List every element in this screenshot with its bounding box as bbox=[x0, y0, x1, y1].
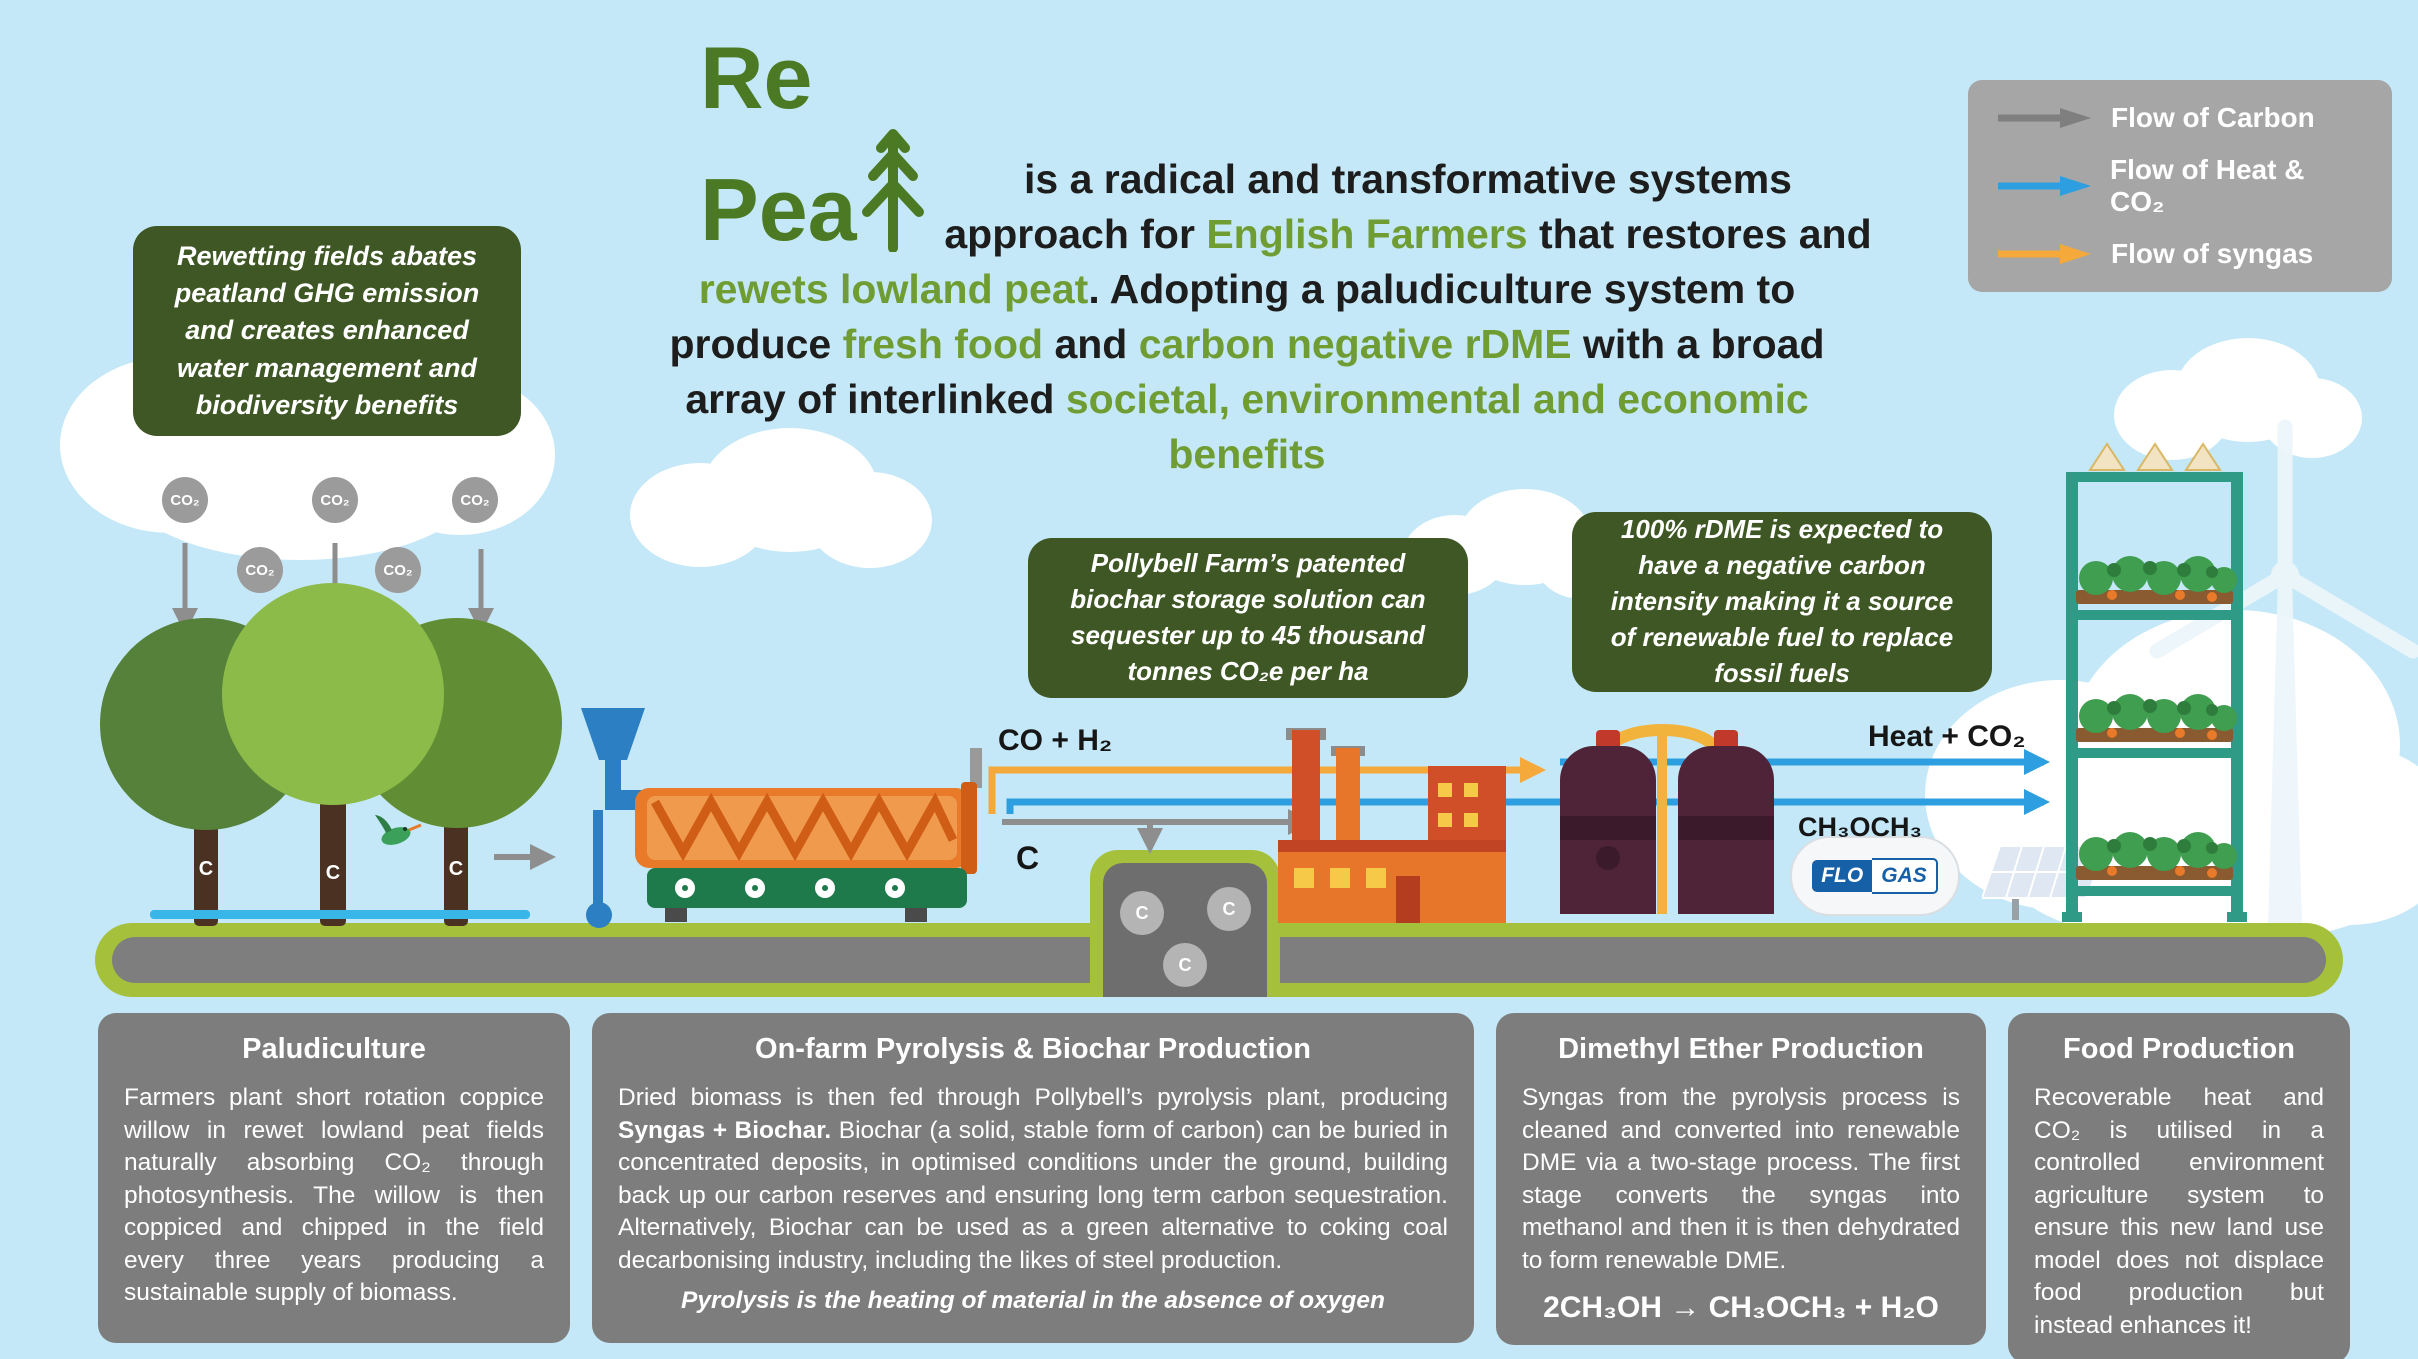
dme-formula: 2CH₃OH → CH₃OCH₃ + H₂O bbox=[1543, 1291, 1939, 1325]
willow-tree-icon bbox=[222, 583, 444, 805]
headline: is a radical and transformative systems … bbox=[618, 152, 1876, 482]
dme-flow-label: CH₃OCH₃ bbox=[1798, 812, 1922, 842]
vertical-farm-icon bbox=[2062, 442, 2247, 922]
buried-carbon-circle: C bbox=[1120, 891, 1164, 935]
info-box-food: Food Production Recoverable heat and CO₂… bbox=[2008, 1013, 2350, 1359]
info-box-title: On-farm Pyrolysis & Biochar Production bbox=[755, 1033, 1311, 1065]
legend-label: Flow of Carbon bbox=[2111, 102, 2315, 133]
info-box-pyrolysis: On-farm Pyrolysis & Biochar Production D… bbox=[592, 1013, 1474, 1343]
trunk-carbon-label: C bbox=[198, 858, 214, 880]
buried-carbon-circle: C bbox=[1163, 943, 1207, 987]
pyrolysis-plant-icon bbox=[581, 708, 982, 928]
flogas-tank: FLO GAS bbox=[1790, 836, 1960, 916]
hummingbird-icon bbox=[375, 815, 422, 845]
headline-text: that restores and bbox=[1527, 210, 1872, 257]
headline-highlight: rewets lowland peat bbox=[698, 265, 1089, 312]
headline-highlight: fresh food bbox=[842, 320, 1044, 367]
info-box-paludiculture: Paludiculture Farmers plant short rotati… bbox=[98, 1013, 570, 1343]
headline-text: is a radical and transformative systems … bbox=[944, 156, 1792, 257]
info-box-title: Paludiculture bbox=[242, 1033, 426, 1065]
legend-row-heat: Flow of Heat & CO₂ bbox=[1996, 154, 2364, 218]
logo-line1: Re bbox=[700, 28, 813, 127]
headline-highlight: English Farmers bbox=[1206, 210, 1528, 257]
factory-icon bbox=[1278, 728, 1506, 923]
callout-rewetting-text: Rewetting fields abates peatland GHG emi… bbox=[174, 240, 480, 420]
trunk-carbon-label: C bbox=[325, 862, 341, 884]
callout-rdme: 100% rDME is expected to have a negative… bbox=[1572, 512, 1992, 692]
co2-bubble: CO₂ bbox=[375, 547, 421, 593]
headline-logo-spacer bbox=[618, 152, 940, 210]
co2-bubble: CO₂ bbox=[452, 477, 498, 523]
legend-row-syngas: Flow of syngas bbox=[1996, 238, 2364, 270]
syngas-arrow-icon bbox=[1998, 244, 2091, 264]
flogas-logo-flo: FLO bbox=[1812, 860, 1873, 892]
info-box-note: Pyrolysis is the heating of material in … bbox=[681, 1287, 1385, 1315]
info-box-body: Recoverable heat and CO₂ is utilised in … bbox=[2034, 1084, 2324, 1340]
co2-bubble: CO₂ bbox=[237, 547, 283, 593]
carbon-flow-label: C bbox=[1016, 840, 1040, 876]
logo-line2: Pea bbox=[700, 160, 857, 259]
dme-reactor-vessels-icon bbox=[1560, 724, 1774, 914]
trunk-carbon-label: C bbox=[448, 858, 464, 880]
legend-label: Flow of syngas bbox=[2111, 238, 2314, 269]
callout-rdme-text: 100% rDME is expected to have a negative… bbox=[1610, 514, 1954, 688]
carbon-arrow-icon bbox=[1998, 108, 2091, 128]
info-box-title: Dimethyl Ether Production bbox=[1558, 1033, 1924, 1065]
info-box-body: Dried biomass is then fed through Pollyb… bbox=[618, 1084, 1449, 1274]
callout-rewetting: Rewetting fields abates peatland GHG emi… bbox=[133, 226, 521, 436]
rewetting-water-line bbox=[150, 910, 530, 919]
info-box-dme: Dimethyl Ether Production Syngas from th… bbox=[1496, 1013, 1986, 1346]
flow-legend: Flow of Carbon Flow of Heat & CO₂ Flow o… bbox=[1968, 80, 2392, 292]
buried-carbon-circle: C bbox=[1207, 887, 1251, 931]
info-box-body: Farmers plant short rotation coppice wil… bbox=[124, 1084, 544, 1307]
syngas-flow-label: CO + H₂ bbox=[998, 724, 1113, 757]
legend-row-carbon: Flow of Carbon bbox=[1996, 102, 2364, 134]
headline-highlight: carbon negative rDME bbox=[1138, 320, 1572, 367]
callout-biochar-storage: Pollybell Farm’s patented biochar storag… bbox=[1028, 538, 1468, 698]
biochar-storage-core: C C C bbox=[1103, 863, 1267, 997]
heat-co2-arrow-icon bbox=[1998, 176, 2091, 196]
heat-co2-flow-label: Heat + CO₂ bbox=[1868, 720, 2026, 753]
cloud-center bbox=[630, 428, 932, 568]
info-box-body: Syngas from the pyrolysis process is cle… bbox=[1522, 1084, 1960, 1274]
repeat-logo: Re Pea bbox=[700, 28, 925, 259]
info-box-title: Food Production bbox=[2063, 1033, 2295, 1065]
headline-highlight: societal, environmental and economic ben… bbox=[1065, 375, 1809, 477]
flogas-logo-gas: GAS bbox=[1872, 858, 1938, 894]
headline-text: with a broad array of interlinked bbox=[685, 320, 1825, 422]
legend-label: Flow of Heat & CO₂ bbox=[2110, 154, 2305, 217]
callout-biochar-text: Pollybell Farm’s patented biochar storag… bbox=[1070, 548, 1426, 686]
headline-text: and bbox=[1043, 320, 1139, 367]
co2-bubble: CO₂ bbox=[162, 477, 208, 523]
biochar-storage-mound: C C C bbox=[1090, 850, 1280, 997]
tree-letter-icon bbox=[861, 128, 924, 252]
co2-bubble: CO₂ bbox=[312, 477, 358, 523]
headline-text: . Adopting a paludiculture system to pro… bbox=[669, 265, 1796, 367]
